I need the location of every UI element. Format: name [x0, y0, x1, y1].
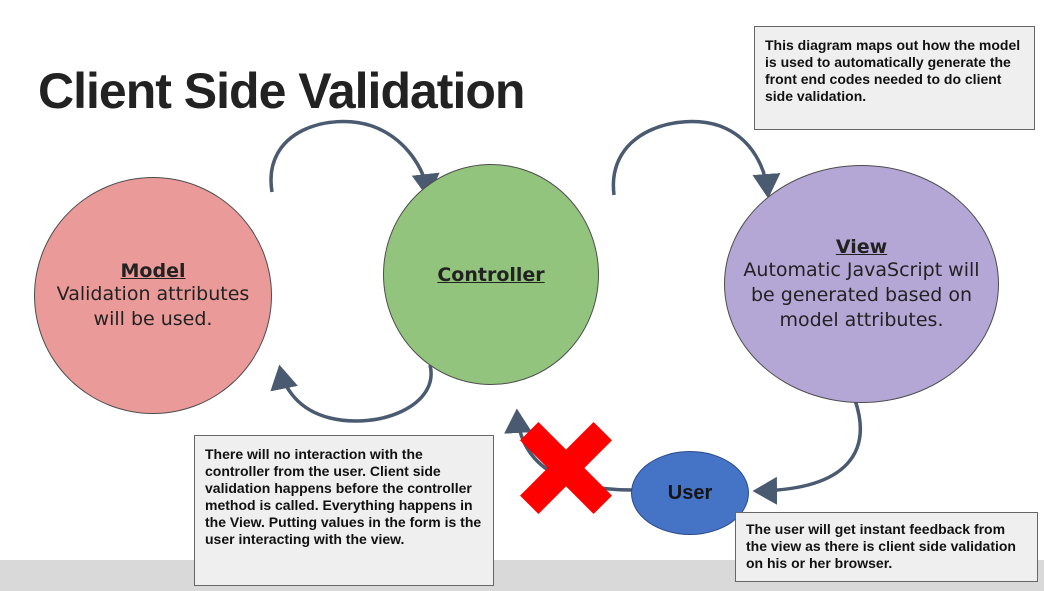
note-top: This diagram maps out how the model is u… — [754, 26, 1035, 130]
arrow-model-to-controller — [269, 119, 440, 199]
user-heading: User — [667, 481, 713, 504]
note-right: The user will get instant feedback from … — [735, 512, 1038, 582]
note-left: There will no interaction with the contr… — [194, 435, 494, 586]
user-node: User — [631, 451, 749, 535]
controller-heading: Controller — [437, 263, 545, 286]
controller-node: Controller — [383, 164, 599, 385]
view-text: Automatic JavaScript will be generated b… — [743, 258, 980, 331]
arrow-controller-to-model — [270, 364, 433, 423]
red-x-icon — [520, 422, 612, 514]
view-node: View Automatic JavaScript will be genera… — [724, 165, 999, 403]
model-text: Validation attributes will be used. — [56, 282, 250, 330]
slide-title: Client Side Validation — [38, 63, 525, 119]
model-node: Model Validation attributes will be used… — [34, 177, 272, 414]
model-heading: Model — [120, 259, 186, 282]
arrow-controller-to-view — [611, 119, 781, 199]
view-heading: View — [835, 235, 888, 258]
arrow-view-to-user — [752, 399, 862, 505]
